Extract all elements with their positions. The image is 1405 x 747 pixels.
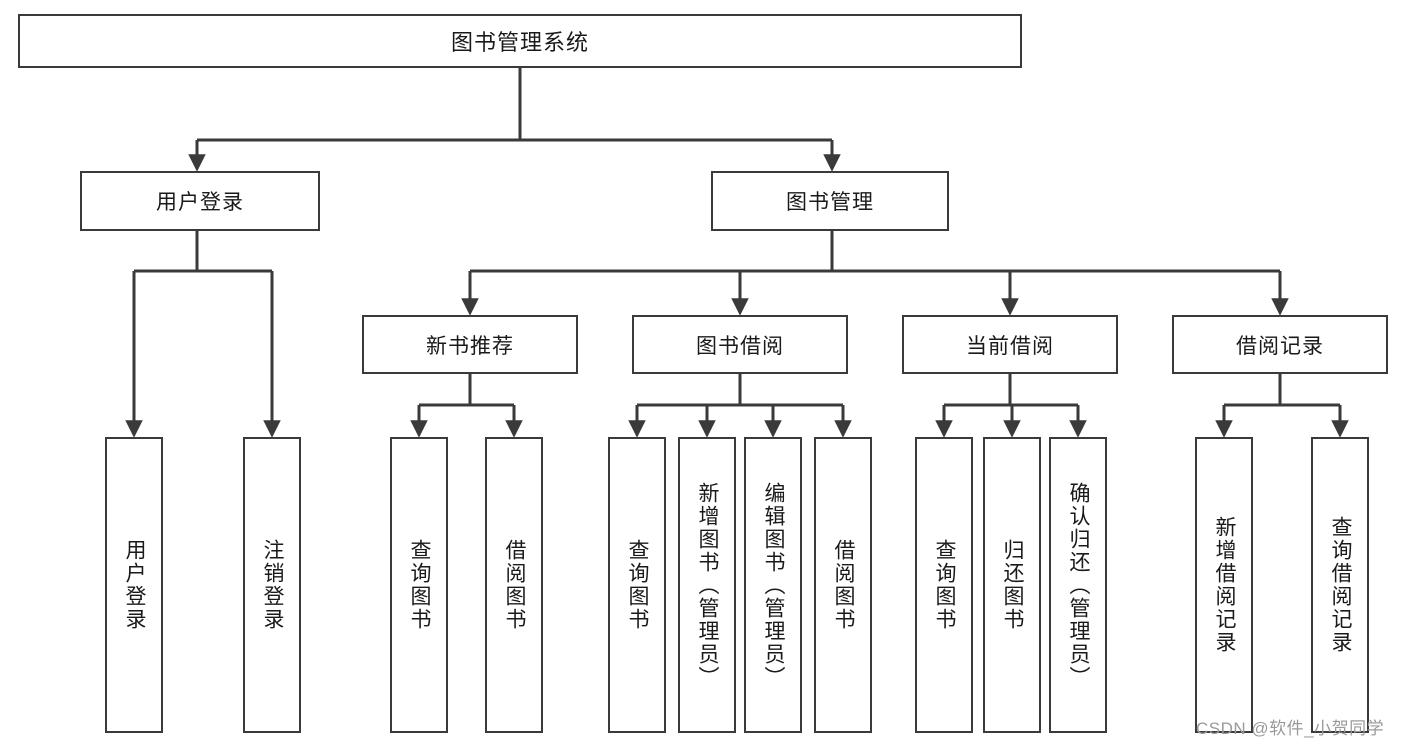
node-book-borrow[interactable]: 图书借阅 bbox=[632, 315, 848, 374]
node-book-manage-label: 图书管理 bbox=[786, 191, 874, 214]
node-leaf-add-book-label: 新增图书（管理员） bbox=[696, 481, 720, 689]
node-leaf-add-borrow-record-label: 新增借阅记录 bbox=[1213, 516, 1237, 654]
node-leaf-logout[interactable]: 注销登录 bbox=[243, 437, 301, 733]
node-leaf-query-book-b-label: 查询图书 bbox=[626, 539, 650, 631]
node-leaf-confirm-return[interactable]: 确认归还（管理员） bbox=[1049, 437, 1107, 733]
node-leaf-borrow-book-b[interactable]: 借阅图书 bbox=[814, 437, 872, 733]
csdn-watermark: CSDN @软件_小贺同学 bbox=[1196, 719, 1385, 738]
node-user-login[interactable]: 用户登录 bbox=[80, 171, 320, 231]
node-leaf-borrow-book-a-label: 借阅图书 bbox=[503, 539, 527, 631]
node-current-borrow-label: 当前借阅 bbox=[966, 334, 1054, 358]
node-borrow-record[interactable]: 借阅记录 bbox=[1172, 315, 1388, 374]
node-new-book-recommend[interactable]: 新书推荐 bbox=[362, 315, 578, 374]
node-leaf-edit-book-label: 编辑图书（管理员） bbox=[762, 481, 786, 689]
node-new-book-recommend-label: 新书推荐 bbox=[426, 334, 514, 358]
node-leaf-query-book-c[interactable]: 查询图书 bbox=[915, 437, 973, 733]
node-current-borrow[interactable]: 当前借阅 bbox=[902, 315, 1118, 374]
node-root-label: 图书管理系统 bbox=[450, 30, 589, 55]
node-leaf-query-borrow-record[interactable]: 查询借阅记录 bbox=[1311, 437, 1369, 733]
node-leaf-logout-label: 注销登录 bbox=[261, 539, 285, 631]
node-leaf-confirm-return-label: 确认归还（管理员） bbox=[1067, 481, 1091, 689]
node-borrow-record-label: 借阅记录 bbox=[1236, 334, 1324, 358]
node-leaf-query-book-a[interactable]: 查询图书 bbox=[390, 437, 448, 733]
node-leaf-edit-book[interactable]: 编辑图书（管理员） bbox=[744, 437, 802, 733]
node-user-login-label: 用户登录 bbox=[156, 191, 244, 214]
node-leaf-return-book[interactable]: 归还图书 bbox=[983, 437, 1041, 733]
node-root[interactable]: 图书管理系统 bbox=[18, 14, 1022, 68]
node-leaf-user-login[interactable]: 用户登录 bbox=[105, 437, 163, 733]
node-leaf-query-borrow-record-label: 查询借阅记录 bbox=[1329, 516, 1353, 654]
node-book-manage[interactable]: 图书管理 bbox=[711, 171, 949, 231]
node-book-borrow-label: 图书借阅 bbox=[696, 334, 784, 358]
node-leaf-query-book-a-label: 查询图书 bbox=[408, 539, 432, 631]
node-leaf-query-book-c-label: 查询图书 bbox=[933, 539, 957, 631]
node-leaf-add-borrow-record[interactable]: 新增借阅记录 bbox=[1195, 437, 1253, 733]
node-leaf-borrow-book-a[interactable]: 借阅图书 bbox=[485, 437, 543, 733]
node-leaf-add-book[interactable]: 新增图书（管理员） bbox=[678, 437, 736, 733]
node-leaf-query-book-b[interactable]: 查询图书 bbox=[608, 437, 666, 733]
node-leaf-return-book-label: 归还图书 bbox=[1001, 539, 1025, 631]
node-leaf-user-login-label: 用户登录 bbox=[123, 539, 147, 631]
node-leaf-borrow-book-b-label: 借阅图书 bbox=[832, 539, 856, 631]
